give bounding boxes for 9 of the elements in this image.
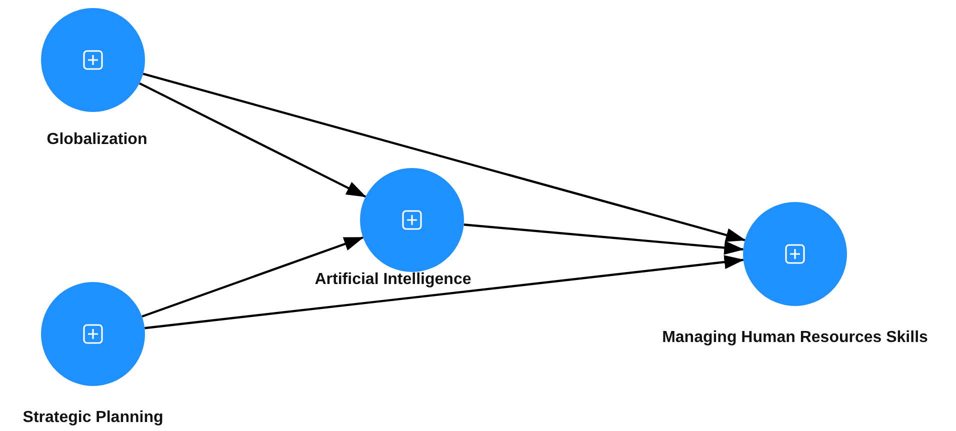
arrow (464, 224, 744, 255)
node-label: Globalization (46, 130, 148, 150)
node-label: Strategic Planning (22, 408, 164, 428)
node-label: Managing Human Resources Skills (661, 328, 929, 348)
arrow (142, 236, 364, 318)
arrow (144, 255, 744, 330)
node-label: Artificial Intelligence (314, 270, 472, 290)
arrow (142, 72, 746, 242)
arrow (138, 82, 366, 198)
